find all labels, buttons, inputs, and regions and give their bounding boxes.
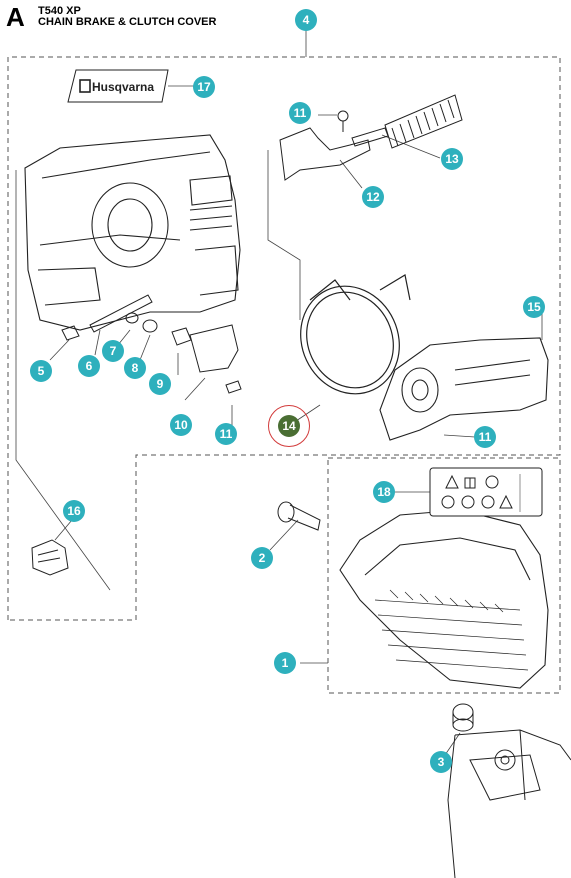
brake-mechanism xyxy=(279,94,463,181)
assembly-group-outline xyxy=(7,56,561,694)
section-letter: A xyxy=(6,2,25,32)
callout-part-15[interactable]: 15 xyxy=(523,296,545,318)
brand-label-text: Husqvarna xyxy=(92,80,154,94)
callout-part-7[interactable]: 7 xyxy=(102,340,124,362)
callout-part-6[interactable]: 6 xyxy=(78,355,100,377)
callout-part-9[interactable]: 9 xyxy=(149,373,171,395)
kickback-icon xyxy=(481,495,495,509)
diagram-title: CHAIN BRAKE & CLUTCH COVER xyxy=(38,16,217,28)
callout-part-14-selected[interactable]: 14 xyxy=(268,405,310,447)
callout-part-11[interactable]: 11 xyxy=(474,426,496,448)
brand-label: Husqvarna xyxy=(67,69,169,103)
clutch-cover xyxy=(24,134,241,331)
callout-part-17[interactable]: 17 xyxy=(193,76,215,98)
callout-part-3[interactable]: 3 xyxy=(430,751,452,773)
bolt xyxy=(277,501,321,531)
callout-part-12[interactable]: 12 xyxy=(362,186,384,208)
callout-part-4[interactable]: 4 xyxy=(295,9,317,31)
leader-lines xyxy=(15,27,543,756)
callout-part-13[interactable]: 13 xyxy=(441,148,463,170)
brake-cover xyxy=(379,337,549,441)
manual-book-icon xyxy=(464,477,476,489)
kickback-warning-icon xyxy=(499,494,513,509)
callout-part-5[interactable]: 5 xyxy=(30,360,52,382)
warning-decal xyxy=(429,467,543,517)
callout-part-18[interactable]: 18 xyxy=(373,481,395,503)
model-name: T540 XP xyxy=(38,5,81,17)
callout-part-11[interactable]: 11 xyxy=(289,102,311,124)
sleeve xyxy=(452,703,474,732)
small-parts xyxy=(61,294,242,394)
no-one-hand-icon xyxy=(461,495,475,509)
callout-part-11[interactable]: 11 xyxy=(215,423,237,445)
callout-part-8[interactable]: 8 xyxy=(124,357,146,379)
brake-band xyxy=(300,274,411,395)
callout-part-2[interactable]: 2 xyxy=(251,547,273,569)
callout-part-16[interactable]: 16 xyxy=(63,500,85,522)
warning-triangle-icon xyxy=(445,474,459,489)
brand-logo-icon xyxy=(79,79,91,93)
callout-part-10[interactable]: 10 xyxy=(170,414,192,436)
callout-part-1[interactable]: 1 xyxy=(274,652,296,674)
handle-cover xyxy=(339,509,549,689)
helmet-icon xyxy=(485,475,499,489)
hand-protection-icon xyxy=(441,495,455,509)
sprocket-guard xyxy=(31,539,69,576)
crankcase xyxy=(447,729,571,878)
